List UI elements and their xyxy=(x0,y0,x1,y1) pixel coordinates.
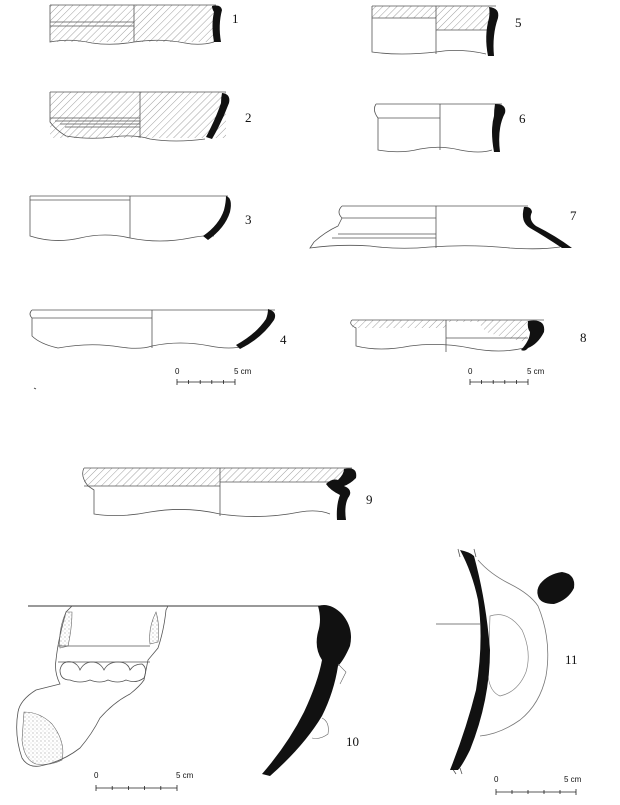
scale-bar-1: 0 5 cm xyxy=(175,367,252,385)
label-4: 4 xyxy=(280,332,287,347)
sherd-3 xyxy=(29,195,231,242)
sherd-2 xyxy=(49,91,230,142)
scale-bar-4: 0 5 cm xyxy=(494,775,582,795)
scale-bar-start: 0 xyxy=(175,367,180,376)
sherd-2-profile xyxy=(206,93,230,139)
scale-bar-2: 0 5 cm xyxy=(468,367,545,385)
figure-numbers: 1 2 3 4 5 6 7 8 9 10 11 xyxy=(232,11,587,749)
sherd-1 xyxy=(49,4,222,45)
scale-bar-end: 5 cm xyxy=(564,775,582,784)
sherd-3-profile xyxy=(203,196,231,240)
label-9: 9 xyxy=(366,492,373,507)
vessel-11-handle xyxy=(537,572,575,604)
scale-bar-end: 5 cm xyxy=(527,367,545,376)
scale-bar-start: 0 xyxy=(468,367,473,376)
vessel-11 xyxy=(436,548,575,775)
sherd-4 xyxy=(29,309,276,349)
scale-bar-3: 0 5 cm xyxy=(94,771,194,791)
label-8: 8 xyxy=(580,330,587,345)
label-10: 10 xyxy=(346,734,359,749)
sherd-9 xyxy=(82,467,357,520)
label-11: 11 xyxy=(565,652,578,667)
label-7: 7 xyxy=(570,208,577,223)
sherd-7-profile xyxy=(522,206,572,248)
sherd-8-profile xyxy=(521,320,545,351)
vessel-11-profile xyxy=(450,550,490,770)
sherd-1-profile xyxy=(212,5,222,42)
sherd-4-profile xyxy=(236,309,276,349)
label-3: 3 xyxy=(245,212,252,227)
sherd-7 xyxy=(309,205,572,250)
sherd-9-profile xyxy=(326,468,357,520)
scale-bar-start: 0 xyxy=(494,775,499,784)
scale-bar-start: 0 xyxy=(94,771,99,780)
label-5: 5 xyxy=(515,15,522,30)
sherd-5-profile xyxy=(486,7,499,56)
scale-bar-end: 5 cm xyxy=(176,771,194,780)
vessel-10-profile xyxy=(262,605,351,776)
label-6: 6 xyxy=(519,111,526,126)
scale-bar-end: 5 cm xyxy=(234,367,252,376)
sherd-5 xyxy=(371,5,499,56)
sherd-8 xyxy=(350,319,545,352)
sherd-6-profile xyxy=(492,104,506,152)
label-1: 1 xyxy=(232,11,239,26)
vessel-10 xyxy=(16,605,351,776)
label-2: 2 xyxy=(245,110,252,125)
sherd-6 xyxy=(374,103,506,153)
